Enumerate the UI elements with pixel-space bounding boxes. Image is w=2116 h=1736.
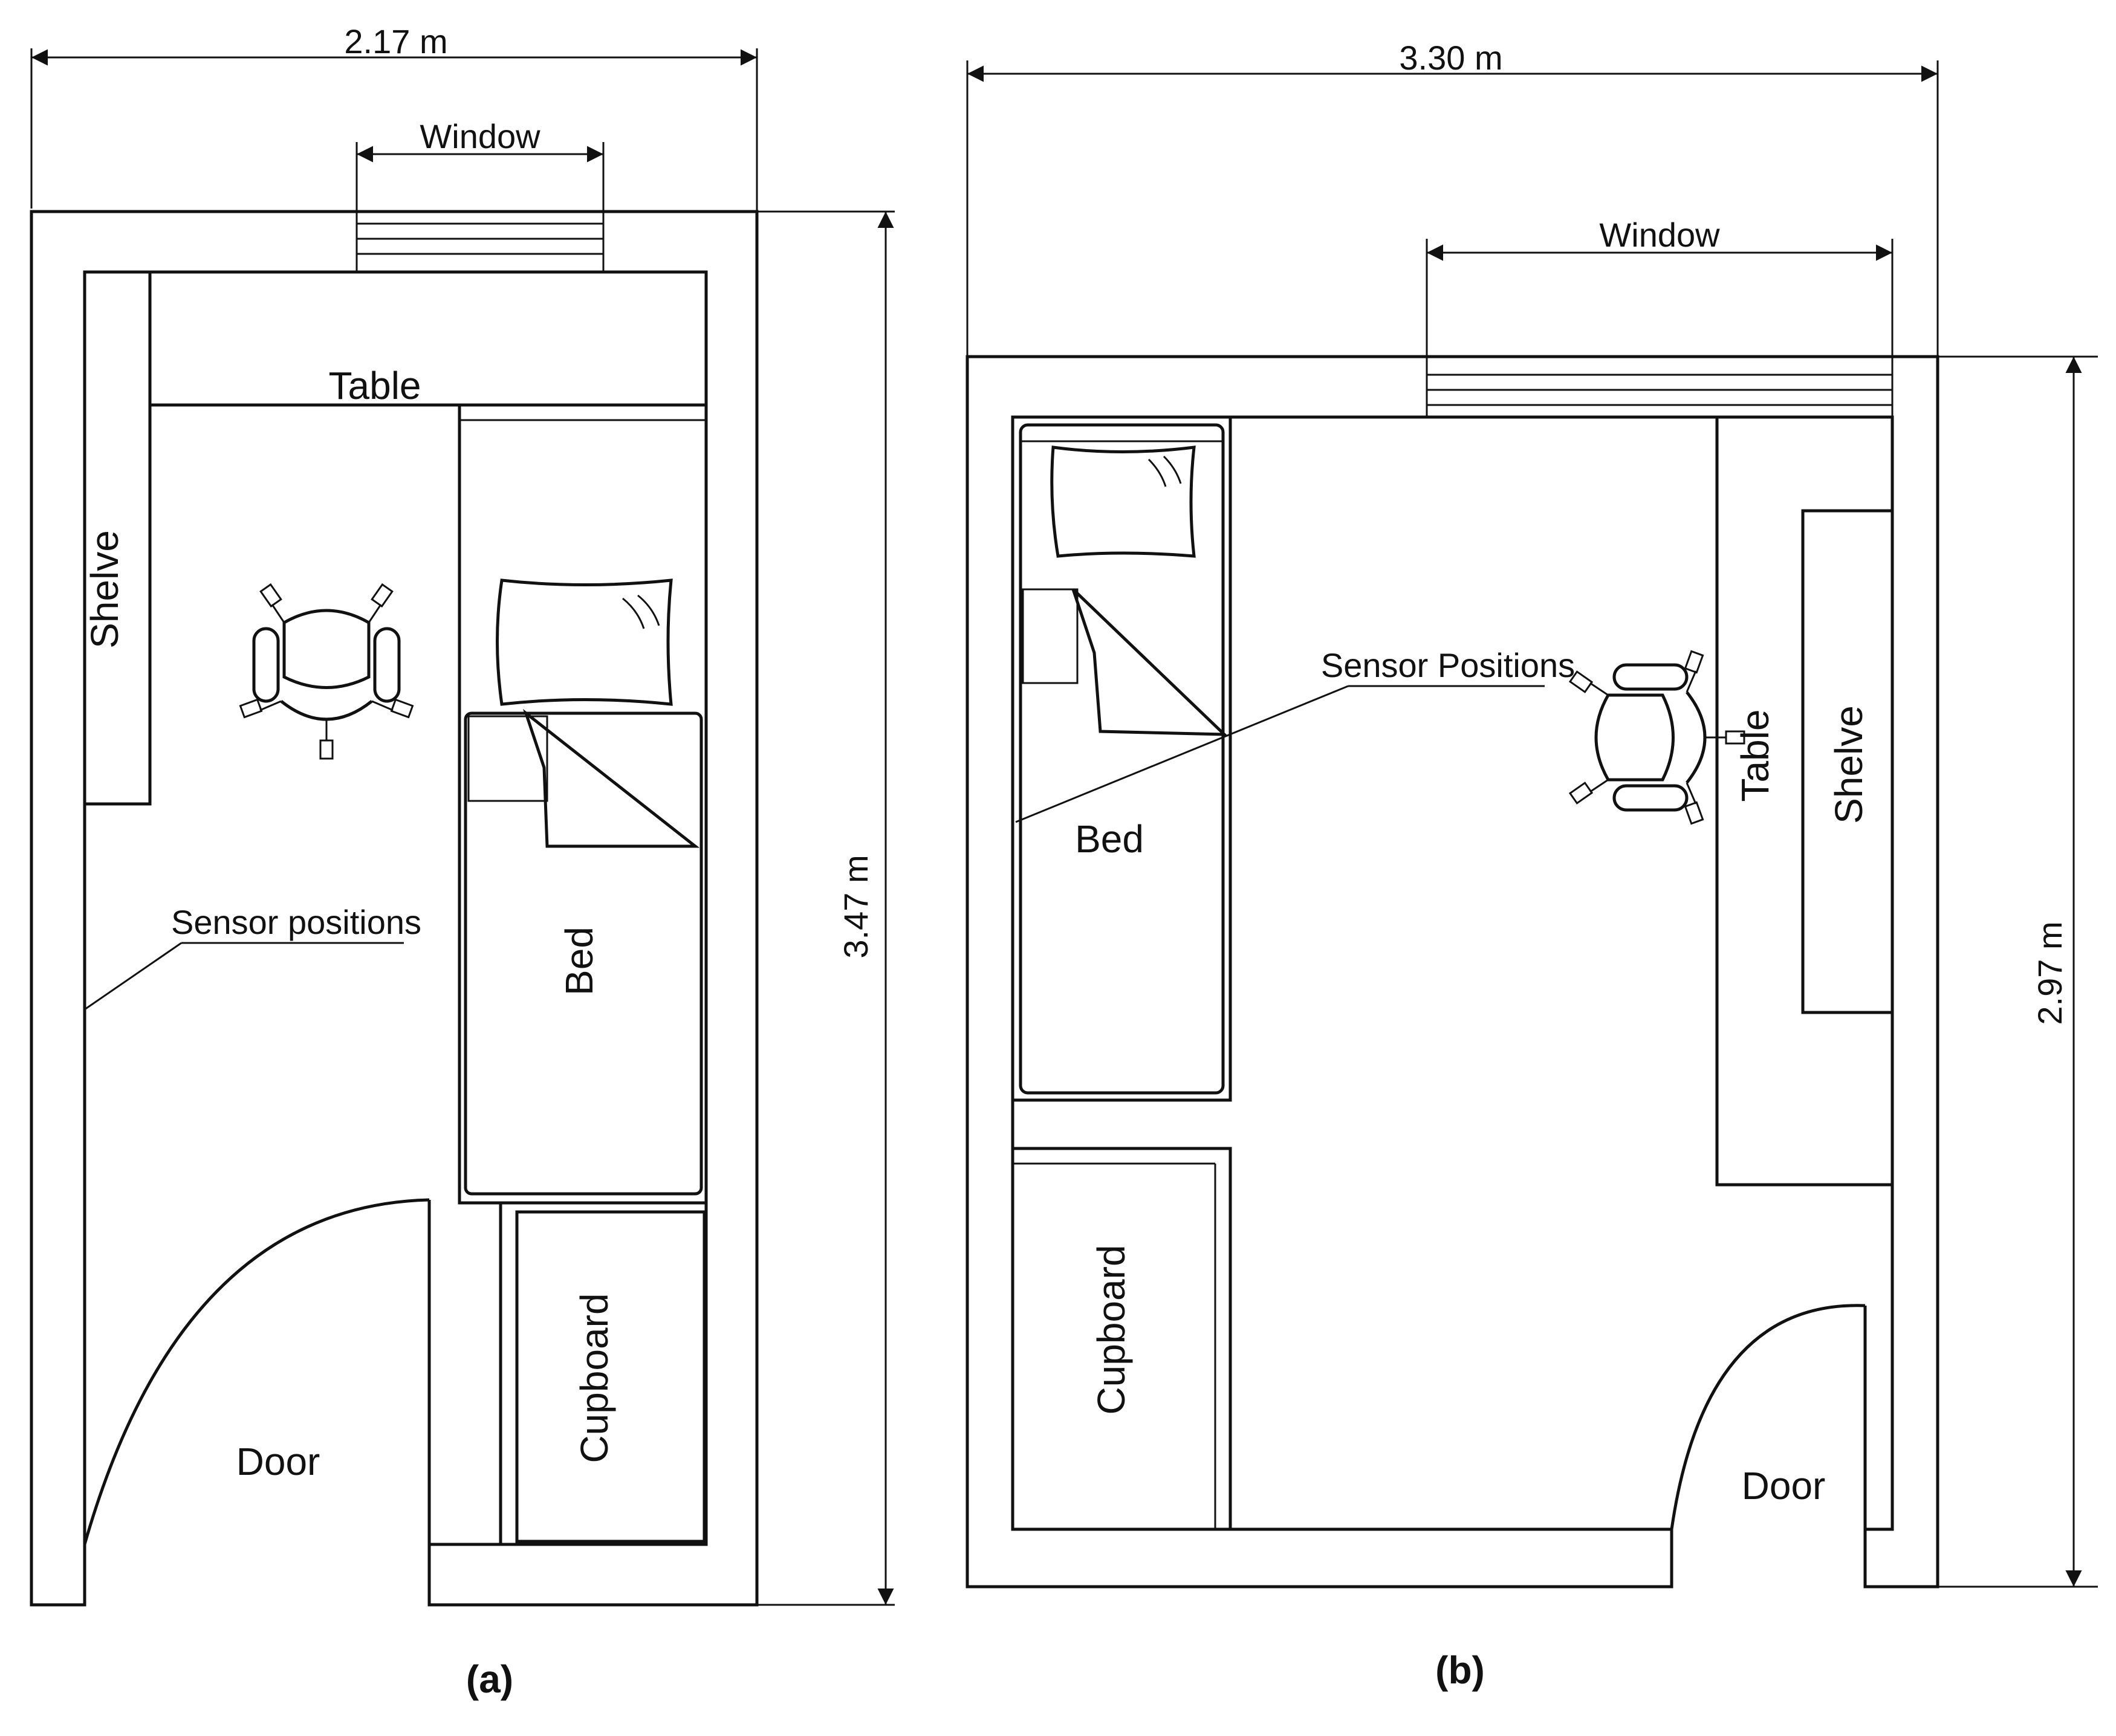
cupboard-label-b: Cupboard — [1089, 1245, 1133, 1414]
bed-label-a: Bed — [557, 927, 601, 996]
floor-plan-a: 2.17 m Window 3.47 m Shelve Table — [30, 22, 895, 1701]
shelve-label-a: Shelve — [83, 530, 126, 649]
table-a — [148, 270, 708, 407]
bed-b — [1011, 415, 1232, 1102]
cupboard-label-a: Cupboard — [573, 1293, 616, 1463]
door-b — [1670, 1304, 1867, 1530]
window-label-a: Window — [420, 117, 540, 155]
height-label-a: 3.47 m — [837, 855, 875, 958]
floor-plan-b: 3.30 m Window 2.97 m — [966, 39, 2098, 1692]
sensor-leader-a — [84, 942, 404, 1011]
walls-a — [30, 210, 759, 1607]
shelve-b — [1801, 509, 1894, 1014]
width-label-b: 3.30 m — [1399, 39, 1502, 77]
cupboard-a — [499, 1203, 706, 1544]
window-a — [355, 212, 605, 272]
sensor-label-b: Sensor Positions — [1321, 646, 1575, 684]
sensor-label-a: Sensor positions — [171, 903, 421, 941]
door-a — [83, 1198, 431, 1545]
caption-a: (a) — [466, 1657, 513, 1701]
window-b — [1426, 357, 1894, 417]
shelve-a — [83, 270, 152, 806]
sensor-leader-b — [1015, 685, 1545, 823]
door-label-b: Door — [1742, 1464, 1826, 1508]
bed-a — [458, 403, 708, 1205]
height-label-b: 2.97 m — [2031, 921, 2069, 1025]
caption-b: (b) — [1435, 1648, 1485, 1692]
width-label-a: 2.17 m — [344, 22, 447, 60]
cupboard-b — [1011, 1147, 1232, 1531]
chair-a — [240, 585, 412, 759]
table-label-a: Table — [329, 364, 421, 407]
table-label-b: Table — [1733, 710, 1777, 802]
bed-label-b: Bed — [1075, 817, 1144, 861]
shelve-label-b: Shelve — [1827, 705, 1871, 824]
door-label-a: Door — [236, 1440, 320, 1483]
window-label-b: Window — [1599, 216, 1720, 254]
